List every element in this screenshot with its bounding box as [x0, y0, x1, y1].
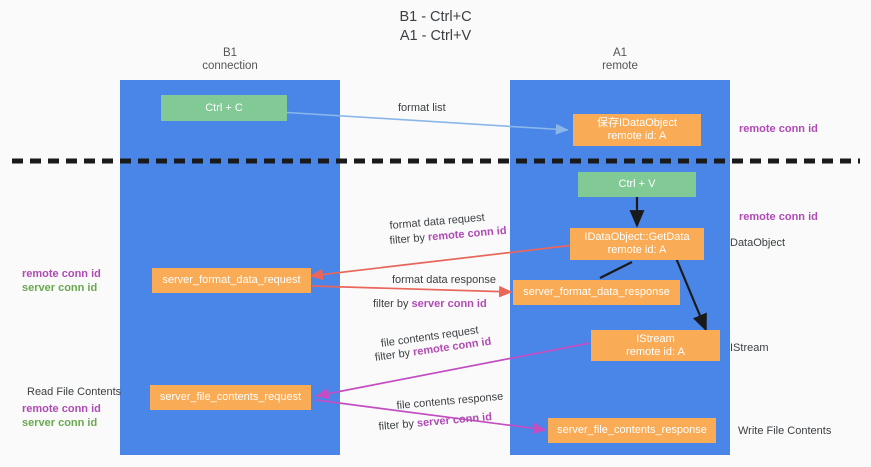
- filter-prefix: filter by: [389, 231, 429, 247]
- column-header-b1-name: B1: [222, 47, 238, 59]
- edge-label-format-data-response-filter: filter by server conn id: [373, 297, 487, 311]
- annotation-right-write-file-contents: Write File Contents: [738, 425, 832, 437]
- edge-getdata-to-istream: [674, 257, 708, 332]
- node-idataobject-getdata[interactable]: IDataObject::GetData remote id: A: [570, 228, 704, 260]
- node-save-idataobject[interactable]: 保存IDataObject remote id: A: [573, 114, 701, 146]
- node-ctrl-v-label: Ctrl + V: [618, 178, 656, 190]
- edge-file-contents-request: [315, 342, 591, 400]
- annotation-right-dataobject: DataObject: [730, 237, 786, 249]
- annotation-left-bottom-remote-conn-id: remote conn id: [22, 403, 101, 415]
- filter-key-server-conn-id: server conn id: [411, 298, 487, 310]
- edge-file-contents-response: [315, 399, 547, 435]
- node-server-format-data-request-label: server_format_data_request: [162, 274, 301, 286]
- edge-format-list: [278, 111, 569, 135]
- node-server-file-contents-request-label: server_file_contents_request: [159, 391, 302, 403]
- node-server-format-data-response-label: server_format_data_response: [523, 286, 670, 298]
- node-idataobject-getdata-line1: IDataObject::GetData: [584, 231, 690, 243]
- diagram-title: B1 - Ctrl+C A1 - Ctrl+V: [0, 8, 871, 46]
- annotation-right-remote-conn-id-top: remote conn id: [739, 123, 818, 135]
- filter-prefix: filter by: [378, 417, 418, 433]
- node-server-format-data-request[interactable]: server_format_data_request: [152, 268, 311, 293]
- filter-prefix: filter by: [373, 298, 412, 310]
- column-header-a1-name: A1: [612, 47, 628, 59]
- node-server-format-data-response[interactable]: server_format_data_response: [513, 280, 680, 305]
- node-ctrl-c[interactable]: Ctrl + C: [161, 95, 287, 121]
- node-istream-line1: IStream: [636, 332, 675, 345]
- title-line-1: B1 - Ctrl+C: [399, 9, 472, 25]
- edge-format-data-response: [311, 285, 513, 298]
- column-header-b1: B1 connection: [120, 47, 340, 73]
- node-save-idataobject-line2: remote id: A: [607, 130, 667, 142]
- node-ctrl-v[interactable]: Ctrl + V: [578, 172, 696, 197]
- column-header-a1: A1 remote: [510, 47, 730, 73]
- annotation-left-read-file-contents: Read File Contents: [27, 386, 122, 398]
- title-line-2: A1 - Ctrl+V: [399, 28, 472, 44]
- node-server-file-contents-response-label: server_file_contents_response: [557, 424, 707, 436]
- annotation-right-istream: IStream: [730, 342, 769, 354]
- node-istream-line2: remote id: A: [626, 345, 685, 358]
- node-istream[interactable]: IStream remote id: A: [591, 330, 720, 361]
- edge-label-format-data-response: format data response: [392, 274, 496, 286]
- annotation-left-remote-conn-id: remote conn id: [22, 268, 101, 280]
- annotation-left-bottom-server-conn-id: server conn id: [22, 417, 98, 429]
- node-save-idataobject-line1: 保存IDataObject: [596, 117, 678, 129]
- edge-format-data-request: [309, 244, 575, 281]
- node-server-file-contents-request[interactable]: server_file_contents_request: [150, 385, 311, 410]
- node-ctrl-c-label: Ctrl + C: [205, 101, 243, 114]
- node-idataobject-getdata-line2: remote id: A: [607, 244, 667, 256]
- edge-response-to-getdata: [599, 261, 633, 279]
- node-server-file-contents-response[interactable]: server_file_contents_response: [548, 418, 716, 443]
- annotation-left-server-conn-id: server conn id: [22, 282, 98, 294]
- column-header-b1-subtitle: connection: [202, 60, 258, 72]
- annotation-right-remote-conn-id-mid: remote conn id: [739, 211, 818, 223]
- edge-label-format-list: format list: [398, 102, 446, 114]
- column-header-a1-subtitle: remote: [602, 60, 638, 72]
